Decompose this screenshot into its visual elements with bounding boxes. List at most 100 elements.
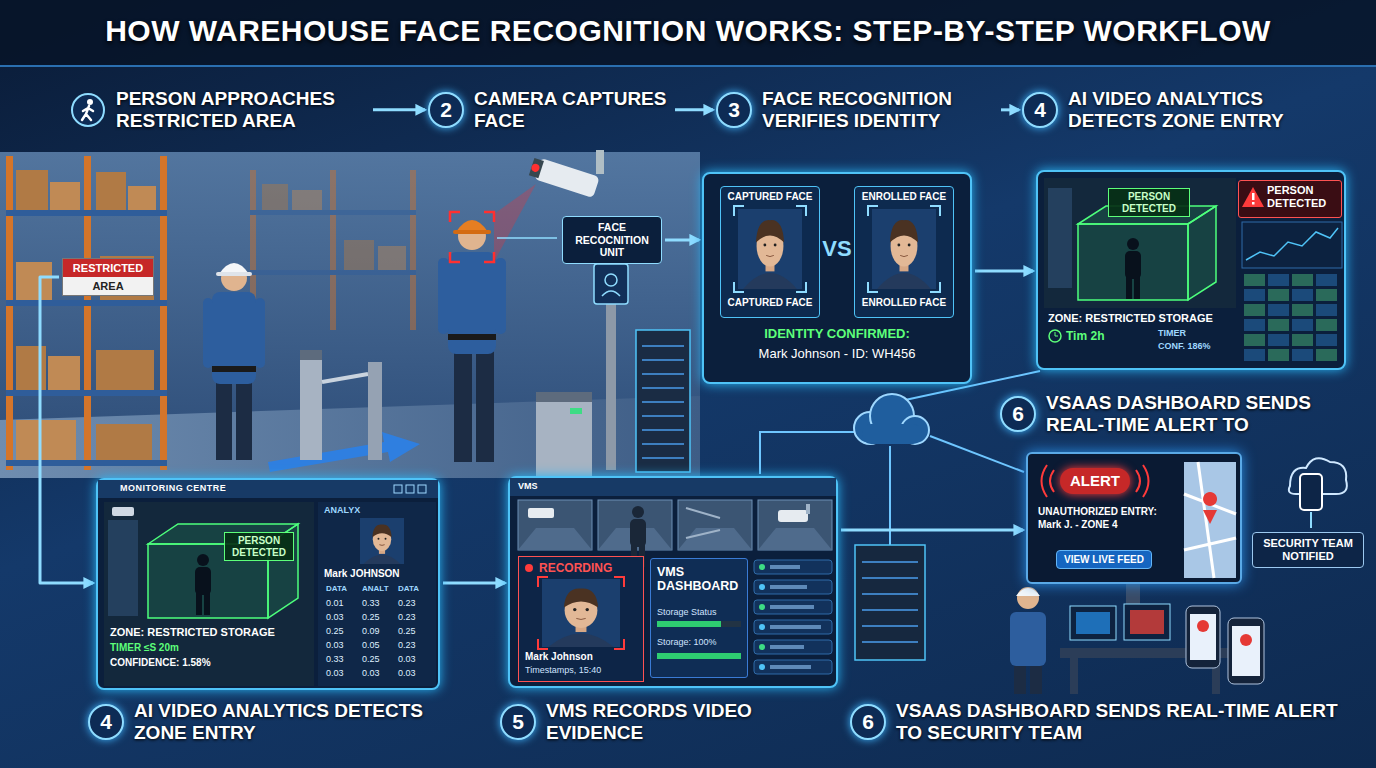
illustration-part [1242, 187, 1264, 207]
illustration-part [678, 500, 752, 550]
table-cell: 0.03 [326, 612, 344, 622]
analytics-panel: ZONE: RESTRICTED STORAGETim 2hTIMERCONF.… [1036, 170, 1346, 370]
illustration-part [1244, 289, 1265, 301]
table-cell: 0.23 [398, 598, 416, 608]
illustration-part [806, 504, 810, 514]
illustration-part [766, 255, 774, 256]
face-caption: CAPTURED FACE [721, 297, 819, 308]
step-number: 3 [716, 92, 752, 128]
illustration-part [1070, 658, 1078, 694]
illustration-part [854, 394, 929, 444]
illustration-part [96, 172, 126, 210]
flow-arrow [975, 270, 1033, 273]
illustration-part [16, 420, 76, 460]
detection-text: PERSON DETECTED [1111, 191, 1187, 214]
illustration-part [250, 210, 416, 215]
illustration-part [1017, 587, 1039, 609]
alert-message: UNAUTHORIZED ENTRY: Mark J. - ZONE 4 [1038, 506, 1182, 531]
illustration-part [379, 544, 384, 546]
illustration-part [573, 608, 576, 611]
illustration-part [1246, 228, 1338, 260]
illustration-part [760, 432, 856, 474]
illustration-part [754, 560, 832, 574]
illustration-part [759, 664, 765, 670]
timer-label: TIMER [1158, 328, 1186, 338]
alert-text: PERSON DETECTED [1267, 184, 1337, 209]
illustration-part [1124, 604, 1170, 640]
illustration-part [16, 262, 52, 300]
flow-arrow [443, 582, 505, 585]
illustration-part [518, 500, 592, 550]
step-icon [70, 92, 106, 128]
illustration-part [528, 156, 599, 198]
device-name: FACE RECOCNITION UNIT [567, 221, 657, 259]
recording-card: RECORDINGMark JohnsonTimestamps, 15:40 [518, 556, 644, 682]
step-title: VSAAS DASHBOARD SENDS REAL-TIME ALERT TO… [896, 700, 1360, 744]
illustration-part [759, 624, 765, 630]
illustration-part [50, 182, 80, 210]
table-cell: 0.03 [398, 654, 416, 664]
illustration-part [82, 106, 93, 120]
zone-name: ZONE: RESTRICTED STORAGE [1048, 312, 1240, 324]
illustration-part [1316, 274, 1337, 286]
zone-name: ZONE: RESTRICTED STORAGE [110, 626, 310, 638]
notice-box: SECURITY TEAM NOTIFIED [1252, 532, 1364, 568]
illustration-part [862, 562, 918, 642]
illustration-part [908, 244, 911, 247]
illustration-part [738, 209, 802, 289]
illustration-part [657, 621, 741, 627]
action-button: VIEW LIVE FEED [1056, 550, 1152, 569]
illustration-part [406, 485, 414, 493]
illustration-part [385, 538, 387, 540]
panel-label: ANALYX [324, 505, 360, 515]
illustration-part [759, 564, 765, 570]
illustration-part [657, 621, 721, 627]
step-number: 6 [850, 704, 886, 740]
illustration-part [734, 206, 806, 292]
table-cell: 0.03 [326, 668, 344, 678]
dashboard-title: VMS DASHBOARD [657, 565, 743, 594]
illustration-part [1268, 274, 1289, 286]
illustration-part [497, 237, 557, 239]
timer-value: Tim 2h [1066, 329, 1104, 343]
illustration-part [1232, 626, 1260, 676]
step-title: AI VIDEO ANALYTICS DETECTS ZONE ENTRY [1068, 88, 1356, 132]
illustration-part [268, 432, 420, 472]
illustration-part [1292, 289, 1313, 301]
illustration-part [292, 190, 322, 210]
step-heading: 2CAMERA CAPTURES FACE [428, 88, 672, 132]
person-name: Mark JOHNSON [324, 568, 434, 579]
illustration-part [1190, 614, 1216, 660]
illustration-part [530, 163, 540, 173]
illustration-part [770, 625, 821, 629]
illustration-part [448, 334, 496, 340]
step-title: AI VIDEO ANALYTICS DETECTS ZONE ENTRY [134, 700, 448, 744]
detection-label: PERSON DETECTED [1108, 188, 1190, 217]
illustration-part [770, 585, 807, 589]
illustration-part [536, 392, 592, 402]
dashboard-card: VMS DASHBOARDStorage StatusStorage: 100% [650, 558, 748, 678]
illustration-part [1292, 319, 1313, 331]
illustration-part [84, 156, 91, 470]
illustration-part [0, 396, 700, 478]
table-cell: 0.25 [326, 626, 344, 636]
illustration-part [528, 508, 554, 518]
illustration-part [642, 346, 684, 458]
illustration-part [262, 184, 288, 210]
illustration-part [872, 209, 936, 289]
illustration-part [1048, 188, 1072, 288]
step-heading: 5VMS RECORDS VIDEO EVIDENCE [500, 700, 810, 744]
illustration-part [322, 374, 368, 382]
illustration-part [0, 0, 1376, 66]
illustration-part [770, 665, 811, 669]
table-header: DATA [398, 584, 419, 593]
illustration-part [1042, 465, 1149, 497]
alert-title: ALERT [1060, 468, 1130, 494]
illustration-part [1044, 178, 1236, 308]
table-cell: 0.33 [326, 654, 344, 664]
illustration-part [770, 605, 814, 609]
illustration-part [754, 640, 832, 654]
illustration-part [476, 350, 494, 462]
illustration-part [1030, 662, 1042, 694]
